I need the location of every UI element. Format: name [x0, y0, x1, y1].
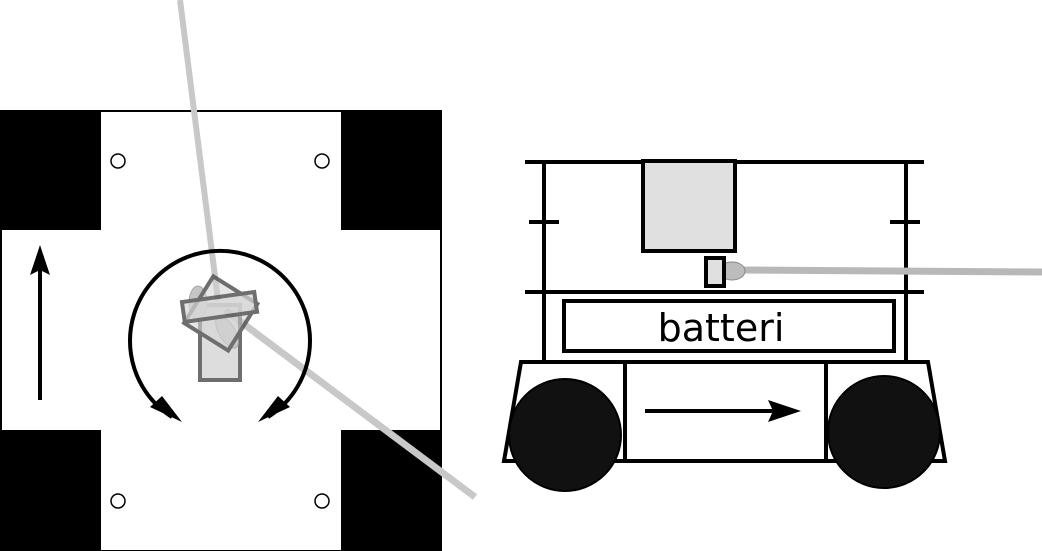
mount-hole-top-right [314, 153, 330, 169]
side-view: batteri [501, 159, 1042, 492]
sensor-assembly [179, 273, 261, 382]
mount-hole-top-left [110, 153, 126, 169]
wheel-top-right [341, 111, 441, 230]
side-direction-arrow-head [768, 400, 801, 422]
computer-box [641, 159, 737, 253]
wheel-bottom-right [341, 430, 441, 551]
laser-beam-diagonal [222, 307, 478, 500]
battery-label: batteri [658, 306, 785, 350]
rotation-arc [128, 248, 312, 419]
sensor-bar-horizontal [179, 289, 260, 325]
mount-hole-bottom-right [314, 493, 330, 509]
mount-hole-bottom-left [110, 493, 126, 509]
rotation-arrow-right [258, 396, 290, 422]
rotation-arrow-left [150, 396, 182, 422]
top-view [0, 0, 478, 551]
side-wheel-right [827, 375, 941, 489]
side-wheel-left [508, 378, 622, 492]
forward-arrow-head [30, 245, 50, 275]
battery-box [562, 299, 896, 353]
wheel-bottom-left [0, 430, 101, 551]
wheel-top-left [0, 111, 101, 230]
side-laser-beam [739, 266, 1042, 276]
side-sensor-body [704, 256, 726, 288]
